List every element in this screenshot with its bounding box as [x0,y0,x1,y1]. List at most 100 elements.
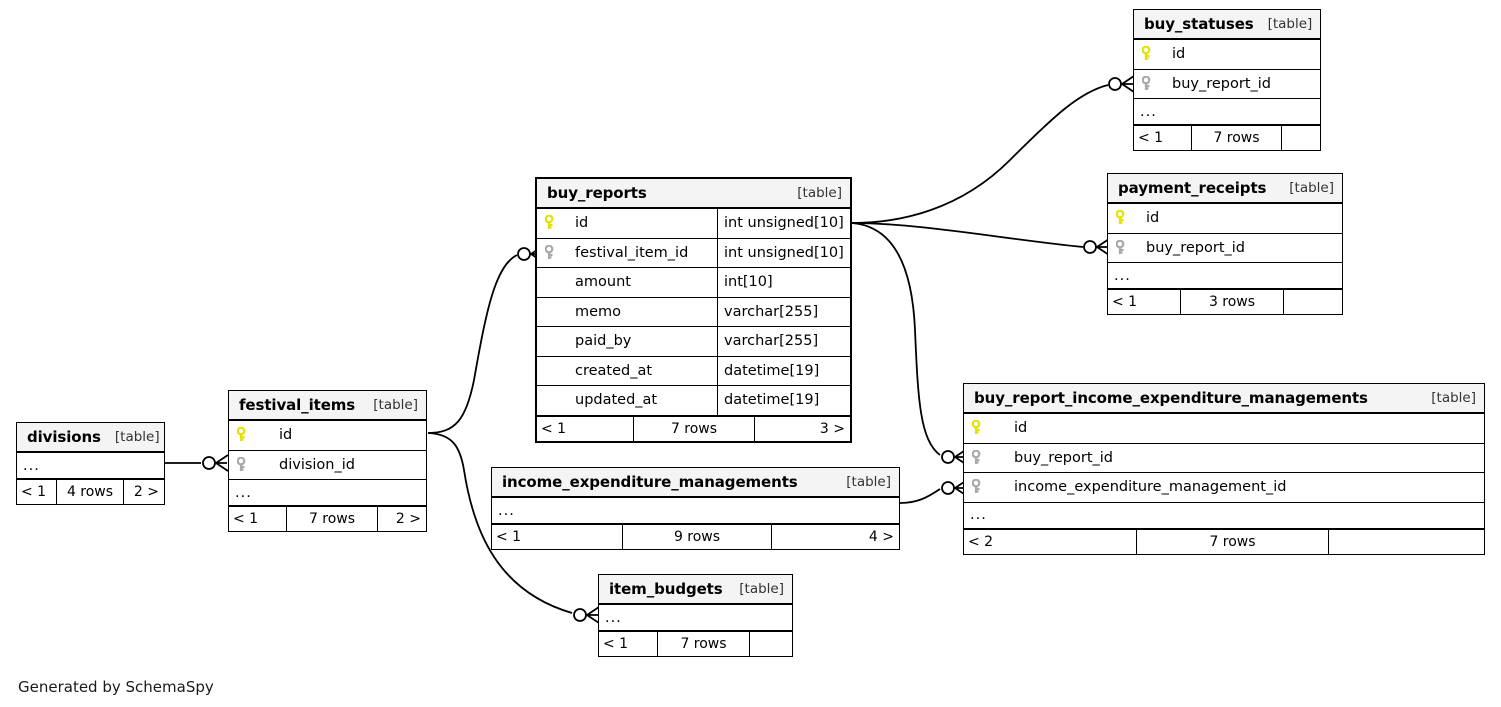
table-buy-reports[interactable]: buy_reports [table] id int unsigned[10] … [535,177,852,443]
table-item-budgets[interactable]: item_budgets [table] ... < 1 7 rows [598,574,793,657]
more-columns-indicator: ... [599,605,792,631]
foreign-key-icon [545,244,569,261]
column-name: id [1172,46,1186,63]
table-festival-items[interactable]: festival_items [table] id division_id ..… [228,390,427,532]
table-title: income_expenditure_managements [502,473,798,491]
edge-festival-items-to-buy-reports [427,254,518,434]
table-row[interactable]: division_id [229,451,426,480]
column-type: int[10] [717,268,850,297]
column-cell: id [1134,40,1320,69]
column-cell: id [229,421,426,450]
table-row[interactable]: buy_report_id [964,444,1484,473]
table-payment-receipts[interactable]: payment_receipts [table] id buy_report_i… [1107,173,1343,315]
table-header: buy_statuses [table] [1134,10,1320,40]
table-income-expenditure-managements[interactable]: income_expenditure_managements [table] .… [491,467,900,550]
table-row[interactable]: amount int[10] [537,268,850,298]
table-header: festival_items [table] [229,391,426,421]
column-name: buy_report_id [1172,75,1271,92]
table-kind-label: [table] [1267,16,1313,32]
table-kind-label: [table] [1431,390,1476,406]
table-title: item_budgets [609,580,723,598]
more-columns-indicator: ... [1108,263,1342,289]
edge-endpoint-circle [1083,240,1097,254]
table-header: item_budgets [table] [599,575,792,605]
footer-children: 4 > [868,529,894,545]
edge-endpoint-circle [202,456,216,470]
table-row[interactable]: created_at datetime[19] [537,356,850,386]
column-cell: created_at [537,357,717,386]
footer-parents: < 2 [968,533,994,550]
footer-children [1329,530,1484,554]
table-row[interactable]: memo varchar[255] [537,297,850,327]
footer-children: 3 > [819,420,845,437]
table-row[interactable]: id [1134,40,1320,70]
more-columns-indicator: ... [964,503,1484,529]
table-row[interactable]: buy_report_id [1134,70,1320,99]
footer-rows: 4 rows [56,480,124,504]
column-name: amount [575,274,631,291]
column-type: datetime[19] [717,386,850,415]
footer-parents: < 1 [1138,130,1164,146]
generated-by-label: Generated by SchemaSpy [18,678,214,696]
footer-parents: < 1 [496,529,522,545]
footer-parents: < 1 [233,511,259,527]
table-kind-label: [table] [373,397,418,413]
column-name: updated_at [575,392,658,409]
table-kind-label: [table] [846,474,891,490]
table-header: payment_receipts [table] [1108,174,1342,204]
column-name: id [1146,210,1160,227]
column-cell: paid_by [537,327,717,356]
footer-rows: 7 rows [286,507,378,531]
table-footer: < 1 7 rows 3 > [537,415,850,441]
column-name: buy_report_id [1146,239,1245,256]
primary-key-icon [545,215,569,231]
table-kind-label: [table] [739,581,784,597]
column-name: id [279,427,293,444]
footer-rows: 7 rows [633,416,755,441]
table-header: buy_reports [table] [537,179,850,209]
column-cell: income_expenditure_management_id [964,473,1484,502]
column-name: division_id [279,456,355,473]
column-type: datetime[19] [717,356,850,385]
table-buy-report-income-expenditure-managements[interactable]: buy_report_income_expenditure_management… [963,383,1485,555]
table-row[interactable]: id [229,421,426,451]
table-kind-label: [table] [797,185,842,201]
table-footer: < 1 4 rows 2 > [17,479,164,504]
footer-parents: < 1 [21,484,47,500]
footer-rows: 9 rows [622,525,772,549]
foreign-key-icon [1116,239,1140,256]
table-row[interactable]: festival_item_id int unsigned[10] [537,238,850,268]
table-buy-statuses[interactable]: buy_statuses [table] id buy_report_id ..… [1133,9,1321,151]
column-type: varchar[255] [717,327,850,356]
table-row[interactable]: updated_at datetime[19] [537,386,850,416]
edge-iem-to-bribem [899,488,941,504]
column-type: varchar[255] [717,297,850,326]
column-name: id [575,215,589,232]
table-row[interactable]: id [1108,204,1342,234]
table-divisions[interactable]: divisions [table] ... < 1 4 rows 2 > [16,422,165,505]
column-cell: amount [537,268,717,297]
table-row[interactable]: paid_by varchar[255] [537,327,850,357]
table-footer: < 2 7 rows [964,528,1484,554]
primary-key-icon [1142,46,1166,62]
edge-endpoint-circle [941,481,955,495]
table-row[interactable]: id int unsigned[10] [537,209,850,239]
table-row[interactable]: id [964,414,1484,444]
column-name: festival_item_id [575,244,689,261]
table-row[interactable]: income_expenditure_management_id [964,473,1484,503]
footer-rows: 3 rows [1180,290,1284,314]
table-header: income_expenditure_managements [table] [492,468,899,498]
table-title: payment_receipts [1118,179,1267,197]
edge-buy-reports-to-buy-statuses [851,84,1109,224]
edge-endpoint-circle [1108,77,1122,91]
footer-parents: < 1 [1112,294,1138,310]
column-cell: buy_report_id [1134,70,1320,99]
column-name: buy_report_id [1014,449,1113,466]
edge-buy-reports-to-payment-receipts [851,222,1084,248]
table-row[interactable]: buy_report_id [1108,234,1342,263]
column-type: int unsigned[10] [717,209,850,238]
column-name: income_expenditure_management_id [1014,479,1287,496]
column-cell: buy_report_id [1108,234,1342,263]
table-kind-label: [table] [114,429,160,445]
more-columns-indicator: ... [17,453,164,479]
